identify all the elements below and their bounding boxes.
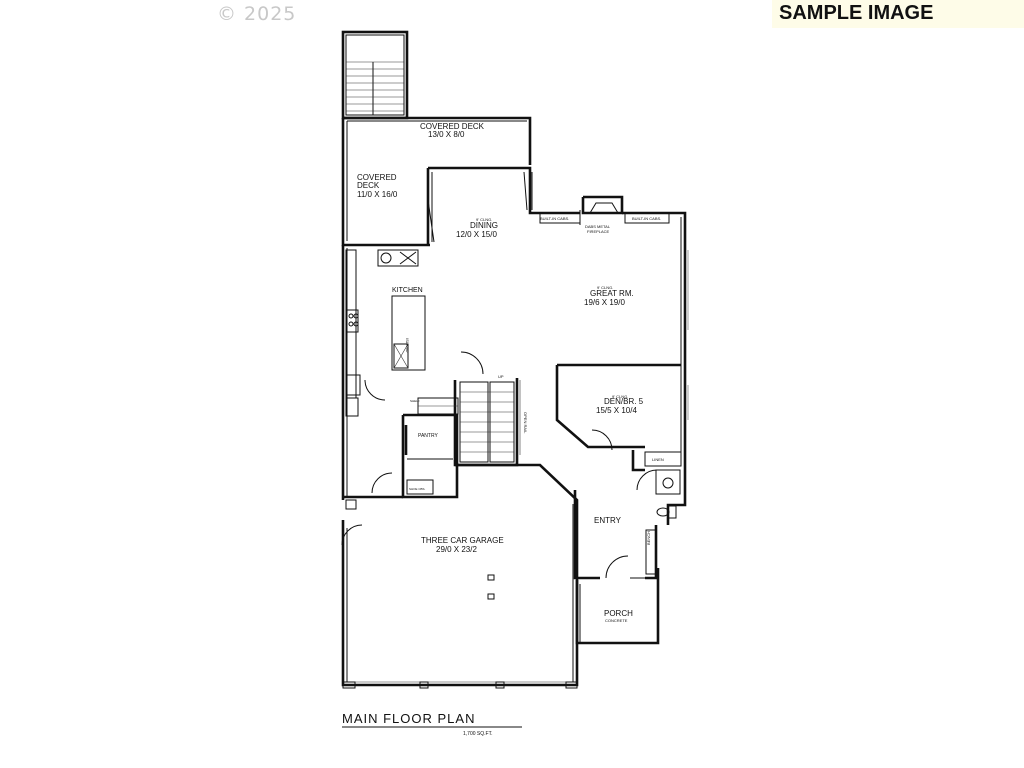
plan-title: MAIN FLOOR PLAN [342, 711, 475, 726]
fireplace-note-1: DABS METAL [585, 224, 611, 229]
great-room-name: GREAT RM. [590, 289, 634, 298]
fireplace-note-2: FIREPLACE [587, 229, 610, 234]
house-walls [341, 166, 689, 689]
dining-size: 12/0 X 15/0 [456, 230, 497, 239]
covered-deck-left-name-1: COVERED [357, 173, 397, 182]
built-in-cabs-right: BUILT-IN CABS. [632, 216, 661, 221]
sample-image-label: SAMPLE IMAGE [772, 0, 1024, 28]
covered-deck-top-name: COVERED DECK [420, 122, 485, 131]
room-labels: COVERED DECK 13/0 X 8/0 COVERED DECK 11/… [357, 122, 644, 623]
plan-area: 1,700 SQ.FT. [463, 731, 492, 737]
garage-name: THREE CAR GARAGE [421, 536, 504, 545]
plan-notes: BUILT-IN CABS. BUILT-IN CABS. DABS METAL… [405, 216, 664, 545]
exterior-stairs [341, 30, 409, 120]
den-ceiling: 9' CLNG. [612, 394, 628, 399]
open-rail-note: OPEN RAIL [523, 412, 528, 434]
great-room-size: 19/6 X 19/0 [584, 298, 625, 307]
dining-name: DINING [470, 221, 498, 230]
den-size: 15/5 X 10/4 [596, 406, 637, 415]
dining-ceiling: 9' CLNG. [476, 217, 492, 222]
garage-size: 29/0 X 23/2 [436, 545, 477, 554]
built-in-cabs-left: BUILT-IN CABS. [540, 216, 569, 221]
entry-name: ENTRY [594, 516, 622, 525]
plan-title-block: MAIN FLOOR PLAN 1,700 SQ.FT. [342, 711, 522, 737]
bench-note: BENCH [646, 531, 651, 545]
den-name: DEN/BR. 5 [604, 397, 644, 406]
shelf-note: SHELF [410, 399, 420, 403]
porch-note: CONCRETE [605, 618, 628, 623]
pantry-name: PANTRY [418, 433, 438, 439]
linen-note: LINEN [652, 457, 664, 462]
shoe-cabinet-note: SHOE CBS. [409, 487, 426, 491]
covered-deck-left-size: 11/0 X 16/0 [357, 190, 398, 199]
kitchen-name: KITCHEN [392, 287, 423, 294]
great-room-ceiling: 9' CLNG. [597, 285, 613, 290]
porch-name: PORCH [604, 609, 633, 618]
up-note: UP [498, 374, 504, 379]
covered-deck-top-size: 13/0 X 8/0 [428, 130, 465, 139]
island-note: ISLAND [405, 338, 410, 353]
copyright-watermark: © 2025 [217, 3, 297, 25]
covered-deck-left-name-2: DECK [357, 181, 380, 190]
